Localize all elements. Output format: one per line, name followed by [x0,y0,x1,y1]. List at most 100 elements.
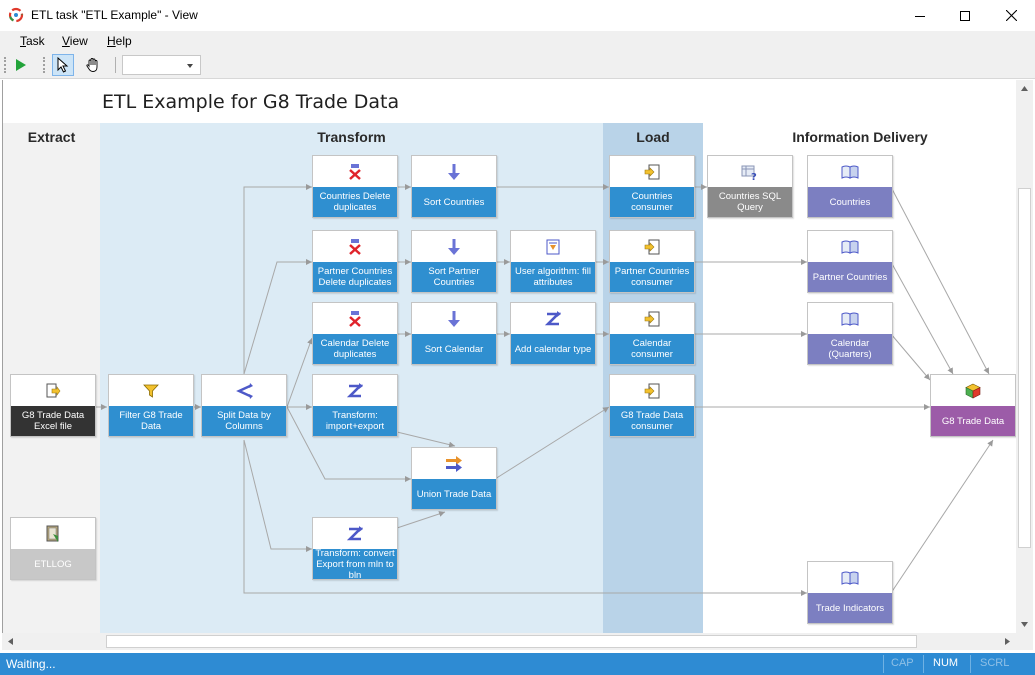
node-label: Add calendar type [511,334,595,364]
split-icon [202,375,286,407]
menu-view[interactable]: View [62,34,88,48]
delete-duplicates-icon [313,231,397,263]
svg-text:?: ? [751,172,757,180]
transform-icon [313,518,397,550]
maximize-button[interactable] [942,0,988,31]
menu-help[interactable]: Help [107,34,132,48]
node-calendar-quarters-dimension[interactable]: Calendar (Quarters) [807,302,893,365]
app-icon [8,7,24,23]
node-label: Partner Countries [808,262,892,292]
node-label: User algorithm: fill attributes [511,262,595,292]
node-sort-calendar[interactable]: Sort Calendar [411,302,497,365]
status-text: Waiting... [6,657,56,671]
union-icon [412,448,496,480]
toolbar-grip[interactable] [4,57,6,73]
scroll-up-button[interactable] [1016,80,1033,97]
node-etllog[interactable]: ETLLOG [10,517,96,580]
node-g8-consumer[interactable]: G8 Trade Data consumer [609,374,695,437]
cube-icon [931,375,1015,407]
node-sort-countries[interactable]: Sort Countries [411,155,497,218]
minimize-icon [915,15,925,17]
lane-extract-title: Extract [27,129,76,145]
horizontal-scrollbar[interactable] [2,633,1016,650]
scroll-corner [1016,633,1033,650]
close-button[interactable] [988,0,1034,31]
consumer-icon [610,375,694,407]
horizontal-scroll-thumb[interactable] [106,635,917,648]
title-bar: ETL task "ETL Example" - View [0,0,1035,31]
node-label: Partner Countries consumer [610,262,694,292]
maximize-icon [960,10,970,21]
pointer-tool-button[interactable] [52,54,74,76]
hand-tool-button[interactable] [82,54,104,76]
hand-icon [86,58,98,72]
node-user-algorithm[interactable]: User algorithm: fill attributes [510,230,596,293]
node-transform-convert[interactable]: Transform: convert Export from mln to bl… [312,517,398,581]
consumer-icon [610,231,694,263]
status-bar: Waiting... CAP NUM SCRL [0,653,1035,675]
node-label: Transform: convert Export from mln to bl… [313,548,397,581]
node-trade-indicators[interactable]: Trade Indicators [807,561,893,624]
status-divider [970,655,971,673]
edge [494,406,610,480]
node-countries-dedup[interactable]: Countries Delete duplicates [312,155,398,218]
node-partner-dedup[interactable]: Partner Countries Delete duplicates [312,230,398,293]
node-label: Countries SQL Query [708,187,792,217]
lane-load-title: Load [636,129,670,145]
node-label: Transform: import+export [313,406,397,436]
pointer-icon [57,57,69,73]
vertical-scroll-thumb[interactable] [1018,188,1031,548]
node-split[interactable]: Split Data by Columns [201,374,287,437]
sort-icon [412,156,496,188]
node-label: Filter G8 Trade Data [109,406,193,436]
consumer-icon [610,303,694,335]
scroll-down-button[interactable] [1016,616,1033,633]
sql-query-icon: ? [708,156,792,188]
node-sort-partner[interactable]: Sort Partner Countries [411,230,497,293]
scroll-left-button[interactable] [2,633,19,650]
node-label: Split Data by Columns [202,406,286,436]
node-calendar-consumer[interactable]: Calendar consumer [609,302,695,365]
node-countries-dimension[interactable]: Countries [807,155,893,218]
lane-transform-title: Transform [317,129,386,145]
node-countries-sql-query[interactable]: ? Countries SQL Query [707,155,793,218]
node-partner-consumer[interactable]: Partner Countries consumer [609,230,695,293]
zoom-combo[interactable] [122,55,201,75]
node-partner-countries-dimension[interactable]: Partner Countries [807,230,893,293]
window-title: ETL task "ETL Example" - View [31,8,198,22]
node-label: Countries consumer [610,187,694,217]
menu-task[interactable]: Task [20,34,45,48]
node-g8-cube[interactable]: G8 Trade Data [930,374,1016,437]
node-add-calendar-type[interactable]: Add calendar type [510,302,596,365]
transform-icon [511,303,595,335]
node-label: Calendar (Quarters) [808,334,892,364]
edge [890,261,954,375]
node-excel-source[interactable]: G8 Trade Data Excel file [10,374,96,437]
book-icon [808,156,892,188]
minimize-button[interactable] [897,0,943,31]
caps-lock-indicator: CAP [891,657,914,669]
node-label: Trade Indicators [808,593,892,623]
run-button[interactable] [10,54,32,76]
diagram-title: ETL Example for G8 Trade Data [102,91,400,113]
node-union[interactable]: Union Trade Data [411,447,497,510]
menu-bar: Task View Help [0,31,1035,51]
node-countries-consumer[interactable]: Countries consumer [609,155,695,218]
delete-duplicates-icon [313,303,397,335]
edge [243,439,312,552]
node-transform-import-export[interactable]: Transform: import+export [312,374,398,437]
sort-icon [412,231,496,263]
node-label: G8 Trade Data [931,406,1015,436]
node-filter[interactable]: Filter G8 Trade Data [108,374,194,437]
scroll-right-button[interactable] [999,633,1016,650]
chevron-down-icon [187,64,193,68]
node-calendar-dedup[interactable]: Calendar Delete duplicates [312,302,398,365]
vertical-scrollbar[interactable] [1016,80,1033,633]
lane-delivery-title: Information Delivery [792,129,928,145]
status-divider [883,655,884,673]
node-label: G8 Trade Data Excel file [11,406,95,436]
toolbar-separator [115,57,116,73]
run-icon [16,59,26,71]
chevron-down-icon [1021,622,1028,627]
diagram-canvas[interactable]: Extract Transform Load Information Deliv… [2,80,1016,633]
